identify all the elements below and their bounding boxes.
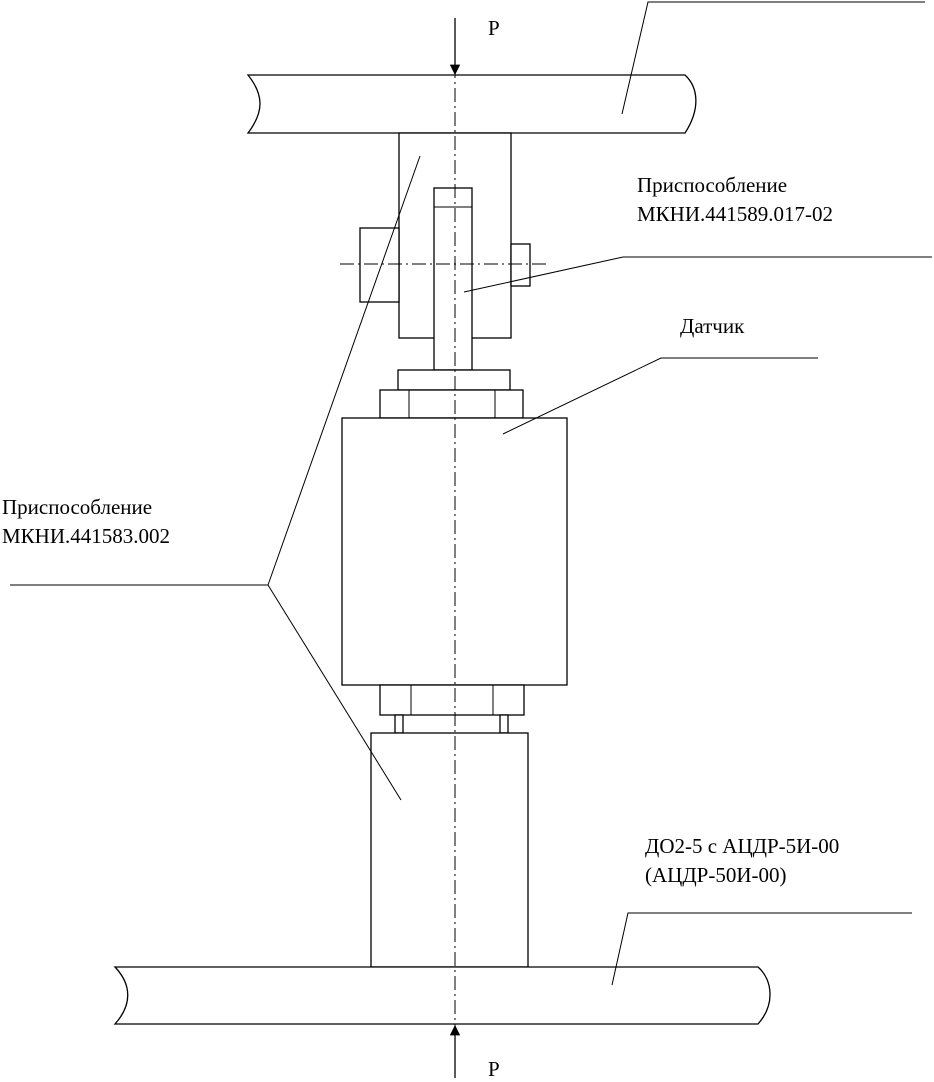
upper-washer (397, 369, 511, 391)
leader-fixture-left-down (267, 584, 402, 801)
force-label-top: P (488, 16, 500, 40)
leader-top-plate (621, 1, 925, 115)
leader-sensor (502, 357, 818, 435)
lower-stud-right (499, 714, 509, 734)
left-pin-head (359, 227, 400, 303)
sensor-label: Датчик (680, 314, 745, 338)
machine-label-line1: ДО2-5 с АЦДР-5И-00 (645, 834, 839, 858)
fixture-top-label-line1: Приспособление (637, 173, 787, 197)
lug (433, 187, 473, 371)
force-label-bottom: P (488, 1057, 500, 1081)
lower-nut (379, 684, 525, 716)
lower-stud-left (394, 714, 404, 734)
leader-fixture-left-up (267, 155, 421, 586)
fixture-left-label-line1: Приспособление (2, 495, 152, 519)
fixture-left-label-line2: МКНИ.441583.002 (2, 524, 170, 548)
machine-label-line2: (АЦДР-50И-00) (645, 863, 786, 887)
lower-fixture-block (370, 732, 529, 968)
leader-fixture-top (463, 256, 932, 293)
leader-machine (611, 912, 912, 986)
right-pin-head (510, 243, 531, 287)
top-machine-plate (246, 74, 697, 134)
fixture-top-label-line2: МКНИ.441589.017-02 (637, 202, 833, 226)
bottom-machine-plate (113, 966, 771, 1025)
upper-nut (379, 389, 524, 419)
